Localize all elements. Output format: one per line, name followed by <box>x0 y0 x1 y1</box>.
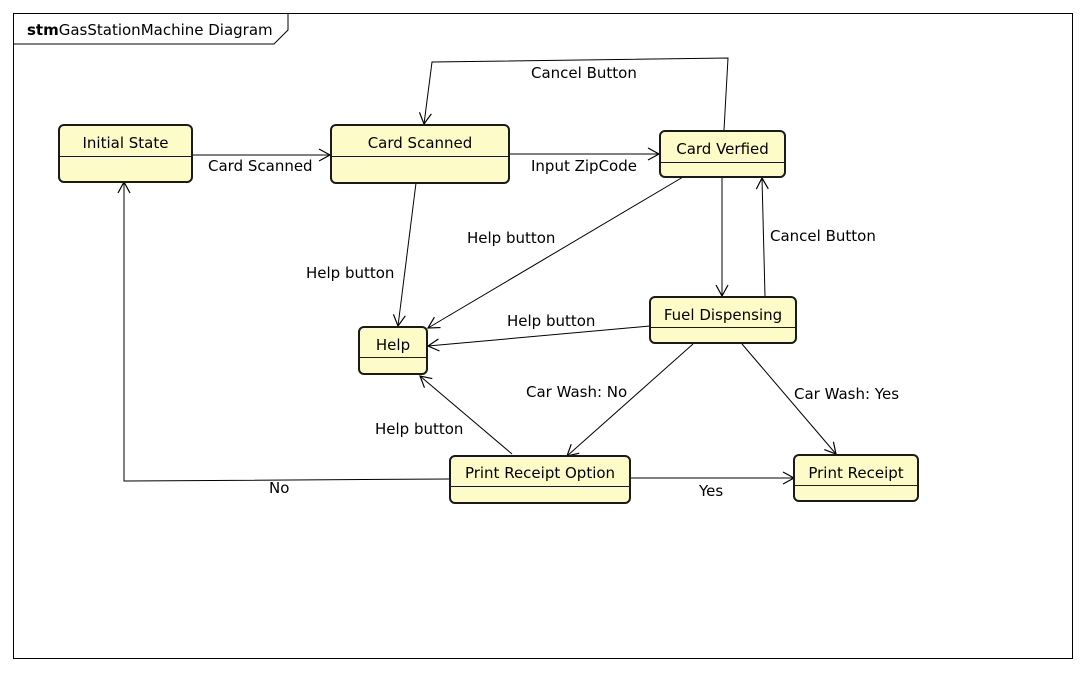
state-print-receipt-option[interactable]: Print Receipt Option <box>449 455 631 504</box>
state-name: Print Receipt Option <box>464 464 616 482</box>
label-verified-to-help: Help button <box>467 229 556 247</box>
label-fuel-to-help: Help button <box>507 312 596 330</box>
frame-title-text: GasStationMachine Diagram <box>58 21 273 39</box>
label-scanned-to-verified: Input ZipCode <box>531 157 637 175</box>
state-divider <box>332 156 508 157</box>
transition-option-to-help <box>419 375 513 455</box>
state-initial[interactable]: Initial State <box>58 124 193 183</box>
state-help[interactable]: Help <box>358 326 428 375</box>
transition-option-to-initial <box>117 180 451 482</box>
transition-scanned-to-help <box>392 182 417 328</box>
state-divider <box>661 162 784 163</box>
label-initial-to-scanned: Card Scanned <box>208 157 313 175</box>
state-divider <box>451 486 629 487</box>
frame-kind: stm <box>27 21 59 39</box>
state-divider <box>651 327 795 328</box>
diagram-title: stmGasStationMachine Diagram <box>27 21 273 39</box>
state-divider <box>60 156 191 157</box>
transition-fuel-to-verified <box>755 176 769 297</box>
label-verified-to-scanned: Cancel Button <box>531 64 637 82</box>
state-name: Help <box>375 336 411 354</box>
label-option-to-receipt: Yes <box>699 482 724 500</box>
state-name: Initial State <box>82 134 169 152</box>
state-name: Print Receipt <box>808 464 904 482</box>
transition-verified-to-help <box>426 176 684 329</box>
state-name: Fuel Dispensing <box>663 306 783 324</box>
transition-verified-to-scanned <box>418 57 729 131</box>
state-fuel-dispensing[interactable]: Fuel Dispensing <box>649 296 797 344</box>
state-print-receipt[interactable]: Print Receipt <box>793 454 919 502</box>
transition-fuel-to-option <box>566 343 694 457</box>
label-option-to-help: Help button <box>375 420 464 438</box>
state-name: Card Verfied <box>676 140 769 158</box>
state-divider <box>795 485 917 486</box>
transition-fuel-to-help <box>426 325 651 352</box>
label-fuel-to-receipt: Car Wash: Yes <box>794 385 900 403</box>
diagram-frame <box>13 13 1073 659</box>
label-option-to-initial: No <box>269 479 290 497</box>
label-scanned-to-help: Help button <box>306 264 395 282</box>
frame-tab-outline <box>13 13 289 45</box>
transition-fuel-to-receipt <box>741 343 837 455</box>
state-card-verified[interactable]: Card Verfied <box>659 130 786 178</box>
state-divider <box>360 357 426 358</box>
label-verified-to-fuel-cancel: Cancel Button <box>770 227 876 245</box>
state-card-scanned[interactable]: Card Scanned <box>330 124 510 184</box>
label-fuel-to-option: Car Wash: No <box>526 383 628 401</box>
state-name: Card Scanned <box>367 134 473 152</box>
